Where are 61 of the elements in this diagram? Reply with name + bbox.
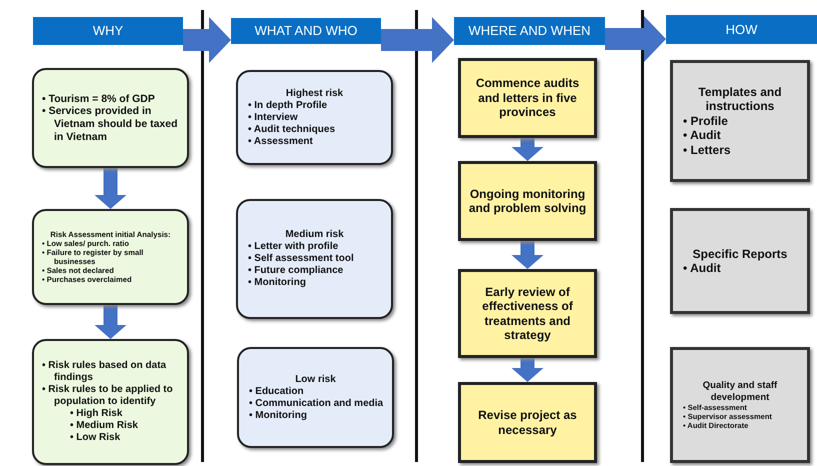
bullet-item: • Letter with profile (247, 241, 340, 253)
box-heading: Ongoing monitoring and problem solving (468, 186, 588, 216)
box-heading: Revise project as necessary (477, 408, 578, 437)
block-arrow (381, 17, 454, 63)
box-heading: Quality and staff development (702, 380, 778, 403)
bullet-item: • Monitoring (248, 410, 308, 422)
process-box (670, 208, 810, 314)
rounded-box (32, 68, 189, 168)
bullet-item: • Monitoring (247, 277, 307, 289)
process-box (458, 269, 597, 358)
bullet-item: • Services provided in Vietnam should be taxed in Vietnam (41, 105, 179, 144)
bullet-item: • Self assessment tool (247, 253, 355, 265)
process-box (458, 382, 597, 463)
block-arrow (512, 138, 544, 161)
box-heading: Highest risk (284, 88, 344, 100)
column-heading: WHERE AND WHEN (468, 23, 591, 39)
bullet-item: • Risk rules based on data findings (41, 360, 168, 384)
bullet-item: • Assessment (247, 136, 314, 148)
rounded-box (236, 199, 393, 319)
header-bar (231, 18, 381, 44)
box-heading: Commence audits and letters in five provinces (474, 76, 580, 120)
bullet-item: • Interview (247, 112, 299, 124)
bullet-item: • Education (248, 386, 305, 398)
rounded-box (236, 70, 393, 165)
block-arrow (94, 168, 126, 209)
bullet-item: • Low Risk (69, 432, 122, 444)
bullet-item: • Audit techniques (247, 124, 336, 136)
bullet-item: • Audit (682, 128, 722, 143)
box-heading: Low risk (294, 374, 337, 386)
header-bar (454, 17, 605, 45)
block-arrow (94, 305, 126, 339)
rounded-box (32, 209, 189, 305)
box-heading: Specific Reports (692, 246, 788, 261)
bullet-item: • Risk rules to be applied to population to identify (41, 384, 174, 408)
bullet-item: • Audit (682, 261, 722, 276)
process-box (458, 161, 597, 241)
block-arrow (183, 17, 231, 63)
bullet-item: • Medium Risk (69, 420, 139, 432)
rounded-box (32, 339, 189, 465)
bullet-item: • In depth Profile (247, 100, 328, 112)
column-heading: HOW (726, 22, 758, 38)
column-heading: WHY (92, 23, 124, 39)
process-box (458, 58, 597, 138)
bullet-item: • Tourism = 8% of GDP (41, 92, 156, 106)
bullet-item: • Communication and media (248, 398, 384, 410)
box-heading: Templates and instructions (697, 85, 783, 114)
block-arrow (605, 16, 666, 62)
process-box (670, 347, 810, 463)
bullet-item: • Profile (682, 114, 729, 128)
block-arrow (512, 358, 544, 382)
bullet-item: • High Risk (69, 408, 124, 420)
bullet-item: • Future compliance (247, 265, 344, 277)
bullet-item: • Letters (682, 142, 732, 157)
process-box (670, 60, 810, 182)
box-heading: Early review of effectiveness of treatments and strategy (481, 284, 574, 342)
block-arrow (512, 241, 544, 269)
box-heading: Medium risk (284, 229, 345, 241)
rounded-box (237, 347, 394, 448)
column-heading: WHAT AND WHO (254, 23, 358, 39)
header-bar (666, 15, 817, 44)
header-bar (33, 17, 183, 45)
